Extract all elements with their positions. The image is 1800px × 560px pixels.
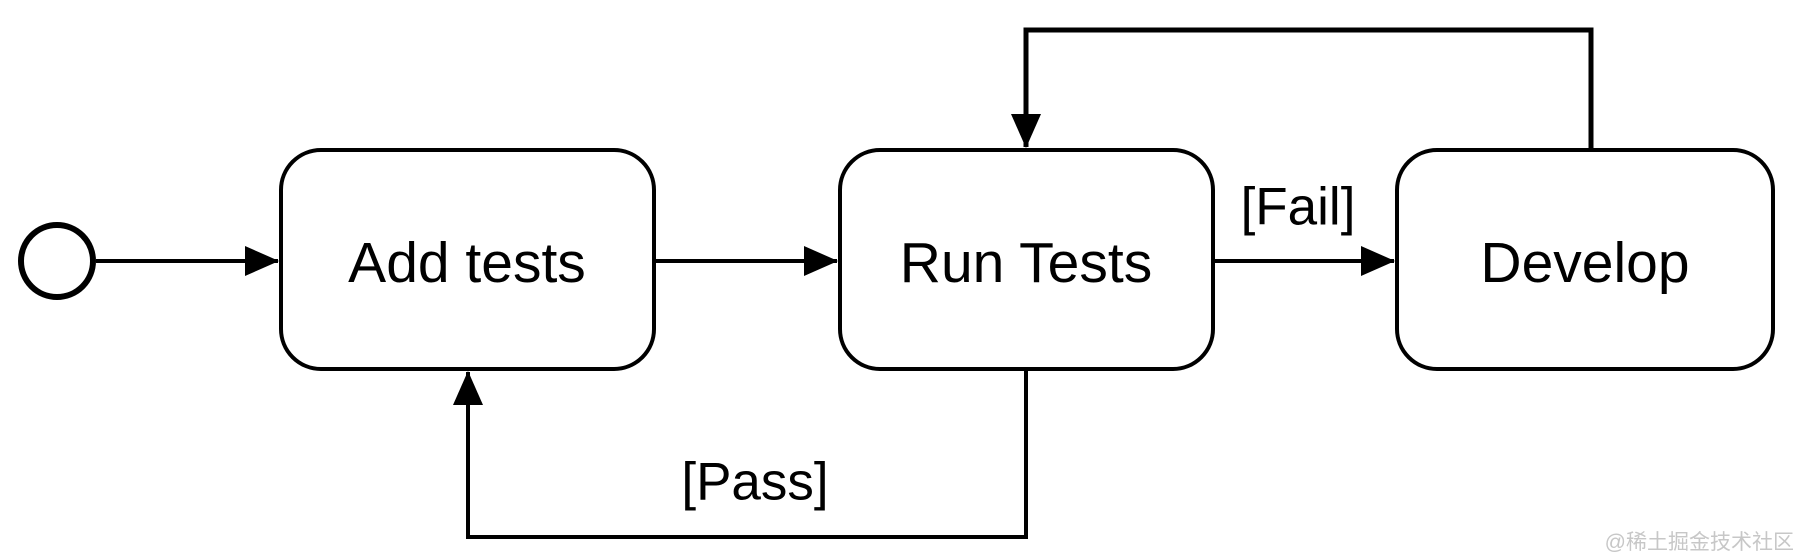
watermark-text: @稀土掘金技术社区 bbox=[1605, 531, 1794, 554]
state-label-add-tests: Add tests bbox=[348, 231, 586, 295]
initial-state-circle bbox=[18, 222, 96, 300]
edge-run-tests-to-add-tests bbox=[453, 370, 1028, 539]
edge-develop-to-run-tests bbox=[1011, 27, 1594, 150]
state-node-run-tests bbox=[838, 148, 1215, 371]
state-node-add-tests bbox=[279, 148, 656, 371]
edge-label-fail: [Fail] bbox=[1241, 178, 1356, 237]
state-label-develop: Develop bbox=[1480, 231, 1689, 295]
edge-label-pass: [Pass] bbox=[681, 453, 828, 512]
state-node-develop bbox=[1395, 148, 1775, 371]
state-label-run-tests: Run Tests bbox=[900, 231, 1152, 295]
